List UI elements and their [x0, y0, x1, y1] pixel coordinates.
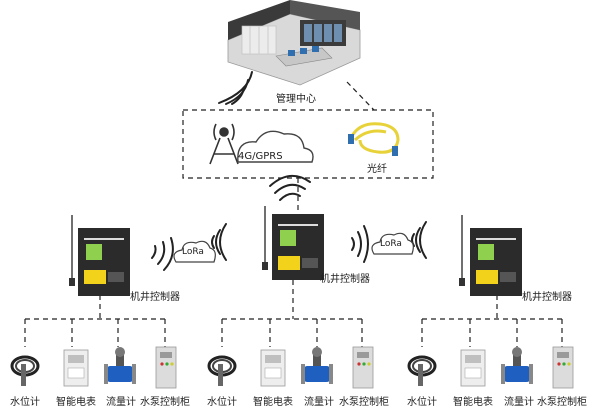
controller-label-right: 机井控制器	[522, 292, 572, 303]
pump-cabinet-icon	[352, 346, 374, 389]
control-room-image	[227, 0, 361, 86]
device-label: 流量计	[504, 397, 534, 408]
lora-label-right: LoRa	[380, 239, 402, 249]
lora-label-left: LoRa	[182, 247, 204, 257]
device-group-middle	[207, 346, 374, 389]
center-label: 管理中心	[276, 94, 316, 105]
device-label: 水泵控制柜	[140, 397, 190, 408]
fiber-optic-icon	[348, 122, 400, 156]
lora-cloud-right	[371, 232, 414, 255]
device-label: 水泵控制柜	[537, 397, 587, 408]
cell-tower-icon	[209, 123, 239, 165]
device-label: 流量计	[304, 397, 334, 408]
device-label: 水位计	[10, 397, 40, 408]
smart-meter-icon	[260, 349, 286, 387]
flow-meter-icon	[501, 347, 533, 384]
controller-label-middle: 机井控制器	[320, 274, 370, 285]
fiber-label: 光纤	[367, 164, 387, 175]
pump-cabinet-icon	[552, 346, 574, 389]
water-level-sensor-icon	[407, 355, 437, 386]
device-label: 水位计	[207, 397, 237, 408]
wireless-label: 4G/GPRS	[238, 151, 283, 162]
water-level-sensor-icon	[10, 355, 40, 386]
controller-cabinet-left	[69, 215, 130, 296]
device-group-left	[10, 346, 177, 389]
network-box	[182, 109, 434, 179]
device-label: 智能电表	[453, 397, 493, 408]
controller-label-left: 机井控制器	[130, 292, 180, 303]
smart-meter-icon	[63, 349, 89, 387]
controller-cabinet-middle	[262, 206, 324, 280]
device-label: 智能电表	[253, 397, 293, 408]
device-label: 水泵控制柜	[339, 397, 389, 408]
device-label: 水位计	[407, 397, 437, 408]
pump-cabinet-icon	[155, 346, 177, 389]
device-label: 流量计	[106, 397, 136, 408]
flow-meter-icon	[301, 347, 333, 384]
device-group-right	[407, 346, 574, 389]
controller-cabinet-right	[459, 215, 522, 296]
flow-meter-icon	[104, 347, 136, 384]
water-level-sensor-icon	[207, 355, 237, 386]
device-label: 智能电表	[56, 397, 96, 408]
cloud-icon	[237, 130, 314, 163]
wifi-signal-icons	[151, 71, 427, 271]
lora-cloud-left	[173, 240, 216, 263]
smart-meter-icon	[460, 349, 486, 387]
